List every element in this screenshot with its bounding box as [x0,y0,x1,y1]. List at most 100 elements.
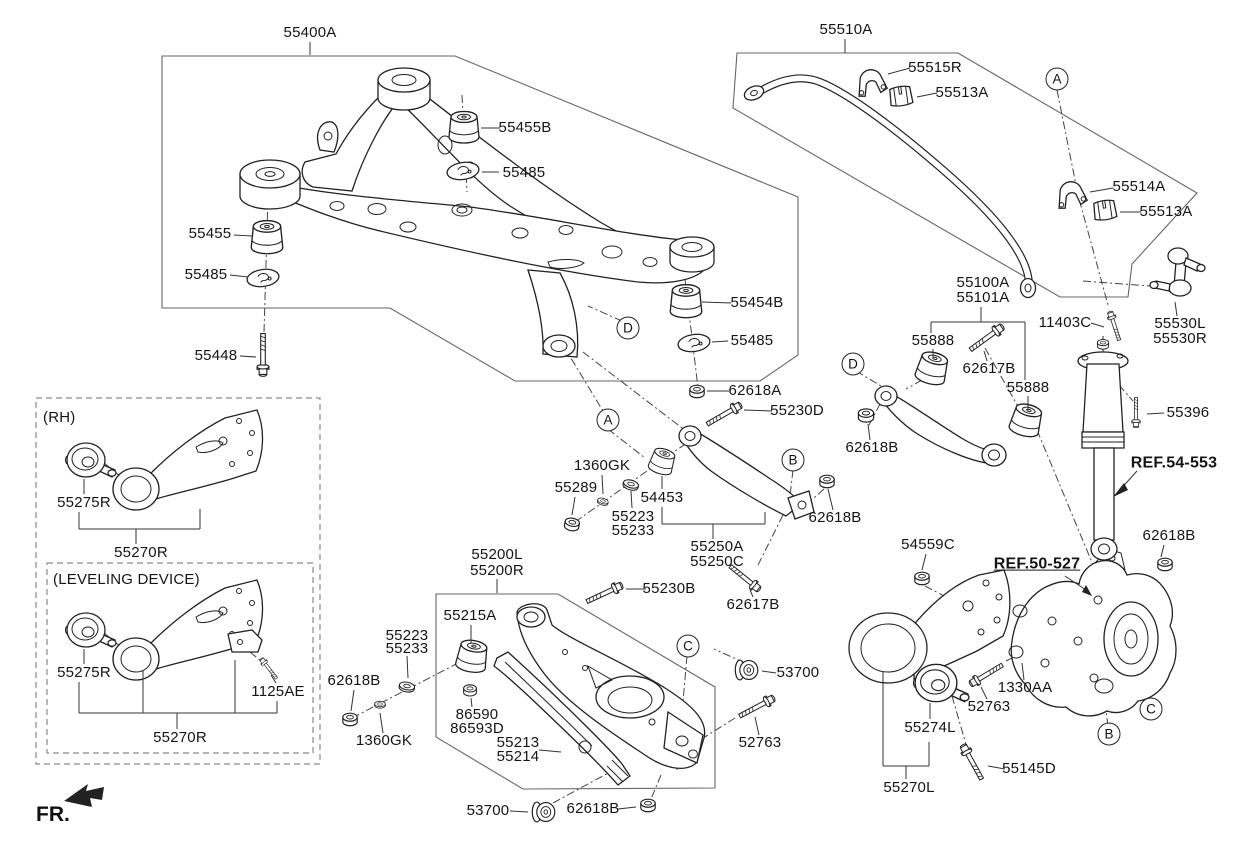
part-label-11403c: 11403C [1038,314,1092,332]
part-label-55275r-1: 55275R [57,494,111,512]
part-label-55223-2: 55223 [385,627,429,645]
part-label-62618b-5: 62618B [566,800,620,818]
lower-arm-art [342,579,778,823]
part-label-55213: 55213 [496,734,540,752]
assembly-axis-lines [102,89,1151,804]
part-label-55530l: 55530L [1154,315,1206,333]
callout-b-1: B [781,448,805,472]
part-label-62617b-1: 62617B [726,596,780,614]
part-label-55485-3: 55485 [730,332,774,350]
part-label-55514a: 55514A [1112,178,1166,196]
bolt-55230b [584,579,626,607]
plate-55485-left [245,266,281,290]
part-label-55274l: 55274L [904,719,956,737]
part-label-55250a: 55250A [690,538,744,556]
trailing-arm-leveling-art [66,580,280,681]
part-label-62618b-2: 62618B [845,439,899,457]
part-label-55396: 55396 [1166,404,1210,422]
part-label-62618b-1: 62618B [808,509,862,527]
part-label-55233-1: 55233 [611,522,655,540]
bush-55274l [912,663,970,703]
bolt-62617b-upper [966,321,1007,355]
nut-54559c [914,571,930,586]
box-stabilizer-bar [732,52,1198,298]
part-label-62617b-2: 62617B [962,360,1016,378]
box-lower-arm [435,593,716,790]
upper-arm-art [857,321,1046,467]
callout-d-1: D [616,316,640,340]
bolt-55230d [704,399,745,430]
part-label-55448: 55448 [194,347,238,365]
part-label-55214: 55214 [496,748,540,766]
bush-55455b [448,110,480,144]
part-label-1125ae: 1125AE [251,683,305,701]
part-label-52763-1: 52763 [738,734,782,752]
box-leveling-device [46,562,314,754]
crossmember-art [239,67,715,358]
washer-55223-assist [621,477,640,493]
nut-62618b-shock [1157,557,1173,572]
group-label-rh: (RH) [43,409,76,427]
bolt-11403c [1105,309,1124,342]
nut-86590 [463,684,477,697]
part-label-55888-2: 55888 [1006,379,1050,397]
part-label-55270r-2: 55270R [153,729,207,747]
washer-1360gk-lower [374,700,386,709]
part-label-1360gk-1: 1360GK [573,457,631,475]
part-label-55215a: 55215A [443,607,497,625]
nut-62618b-lower [342,712,358,727]
part-label-55270r-1: 55270R [114,544,168,562]
nut-62618a [689,384,705,399]
bush-53700-bottom [531,801,556,823]
stabilizer-bush-55513a-1 [887,84,914,108]
part-label-52763-2: 52763 [967,698,1011,716]
part-label-55230b: 55230B [642,580,696,598]
part-label-55233-2: 55233 [385,640,429,658]
ref-label-50-527: REF.50-527 [993,555,1081,573]
stabilizer-clamp-55515r [854,66,889,98]
leader-lines [78,39,1178,813]
stabilizer-link-art [1149,247,1206,297]
box-crossmember [161,55,799,382]
part-label-55289: 55289 [554,479,598,497]
nut-55289 [563,516,581,533]
part-label-55275r-2: 55275R [57,664,111,682]
nut-62618b-upper [857,408,875,423]
part-label-53700-1: 53700 [776,664,820,682]
part-label-55455: 55455 [188,225,232,243]
bolt-55145d [957,741,987,783]
plate-55485-right [676,331,712,355]
part-label-86593d: 86593D [450,720,504,738]
part-label-1360gk-2: 1360GK [355,732,413,750]
part-label-55513a-2: 55513A [1139,203,1193,221]
knuckle-art [1008,548,1177,717]
bush-55454b [669,283,703,319]
part-label-53700-2: 53700 [466,802,510,820]
part-label-55200l: 55200L [471,546,523,564]
callout-a-1: A [1045,67,1069,91]
part-label-54453: 54453 [640,489,684,507]
part-label-55530r: 55530R [1153,330,1207,348]
part-label-55485-1: 55485 [502,164,546,182]
callout-b-2: B [1097,722,1121,746]
part-label-62618a: 62618A [728,382,782,400]
nut-62618b-bottom [640,798,656,813]
trailing-arm-lh-art [848,569,1028,783]
part-label-55145d: 55145D [1002,760,1056,778]
part-label-55250c: 55250C [690,553,744,571]
part-label-55100a: 55100A [956,274,1010,292]
shock-absorber-art [1077,309,1173,572]
stabilizer-bar-art [743,66,1206,299]
bush-55455 [250,219,284,255]
washer-55223-lower [397,680,416,694]
stabilizer-bush-55513a-2 [1091,198,1118,222]
part-label-55400a: 55400A [283,24,337,42]
bolt-55448 [256,333,270,377]
bolt-55396 [1131,397,1141,429]
part-label-55223-1: 55223 [611,508,655,526]
part-label-55230d: 55230D [770,402,824,420]
nut-62618b-assist [819,474,835,489]
ref-label-54-553: REF.54-553 [1130,454,1218,472]
